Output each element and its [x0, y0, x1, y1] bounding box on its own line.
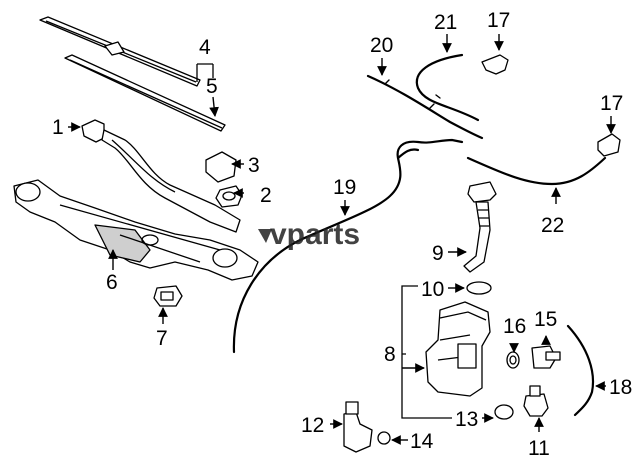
brand-watermark-text: vparts: [270, 218, 360, 251]
hose-clip-upper: [481, 54, 509, 75]
filler-grommet: [466, 281, 492, 295]
callout-5: 5: [206, 75, 218, 98]
filler-neck: [463, 181, 497, 273]
washer-hose-18: [566, 324, 594, 417]
washer-hose-19: [232, 138, 464, 354]
callout-11: 11: [528, 437, 550, 460]
callout-17-upper: 17: [487, 9, 510, 32]
callout-7: 7: [156, 327, 168, 350]
callout-16: 16: [503, 315, 526, 338]
washer-pump-12: [343, 401, 373, 453]
callout-22: 22: [541, 214, 564, 237]
callout-4: 4: [199, 36, 211, 59]
washer-hose-21: [415, 53, 480, 122]
wiper-blade-lower: [64, 54, 226, 132]
callout-12: 12: [301, 414, 324, 437]
callout-2: 2: [260, 184, 272, 207]
washer-hose-20: [366, 74, 484, 140]
callout-21: 21: [434, 11, 457, 34]
wiper-arm: [81, 119, 241, 233]
callout-9: 9: [432, 242, 444, 265]
callout-14: 14: [410, 430, 434, 453]
brand-watermark: vparts: [258, 218, 360, 251]
motor-connector: [153, 285, 183, 307]
pump-grommet-16: [506, 351, 520, 369]
callout-1: 1: [52, 116, 64, 139]
wiper-linkage-motor: [13, 179, 259, 281]
callout-3: 3: [248, 154, 260, 177]
callout-15: 15: [534, 308, 557, 331]
washer-pump-15: [531, 345, 561, 369]
callout-10: 10: [421, 278, 444, 301]
pump-grommet-13: [494, 404, 514, 420]
callout-13: 13: [455, 408, 478, 431]
callout-8: 8: [384, 343, 396, 366]
callout-17-right: 17: [600, 92, 623, 115]
callout-18: 18: [609, 376, 632, 399]
pump-grommet-14: [377, 431, 391, 445]
pivot-nut: [215, 185, 243, 208]
callout-19: 19: [333, 176, 356, 199]
pivot-cap: [205, 151, 237, 183]
hose-clip-right: [597, 133, 621, 157]
wiper-blade-upper: [39, 16, 201, 87]
washer-hose-22: [466, 156, 607, 186]
washer-reservoir: [425, 301, 491, 397]
washer-pump-11: [523, 385, 549, 417]
callout-6: 6: [106, 271, 118, 294]
callout-20: 20: [370, 34, 393, 57]
